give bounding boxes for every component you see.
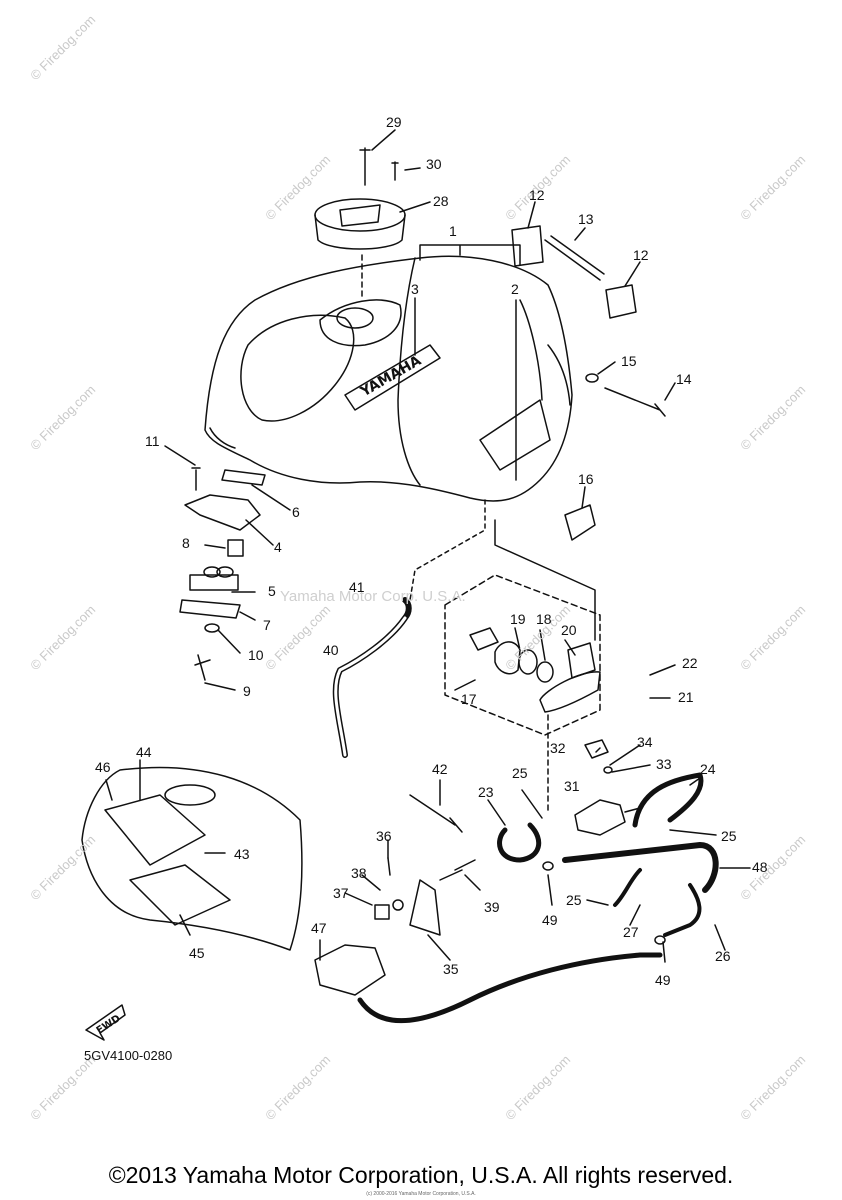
callout-29: 29 xyxy=(386,114,402,130)
callout-12b: 12 xyxy=(633,247,649,263)
callout-35: 35 xyxy=(443,961,459,977)
callout-10: 10 xyxy=(248,647,264,663)
callout-14: 14 xyxy=(676,371,692,387)
fwd-arrow-icon xyxy=(85,1004,126,1041)
callout-38: 38 xyxy=(351,865,367,881)
callout-22: 22 xyxy=(682,655,698,671)
tank-emblem-text: YAMAHA xyxy=(357,353,424,401)
callout-9: 9 xyxy=(243,683,251,699)
watermark-center: Yamaha Motor Corp. U.S.A. xyxy=(280,588,466,605)
callout-3: 3 xyxy=(411,281,419,297)
callout-36: 36 xyxy=(376,828,392,844)
callout-32: 32 xyxy=(550,740,566,756)
tank-emblem xyxy=(344,344,441,411)
fine-print: (c) 2000-2016 Yamaha Motor Corporation, … xyxy=(366,1191,476,1197)
callout-7: 7 xyxy=(263,617,271,633)
callout-37: 37 xyxy=(333,885,349,901)
callout-46: 46 xyxy=(95,759,111,775)
callout-31: 31 xyxy=(564,778,580,794)
callout-42: 42 xyxy=(432,761,448,777)
fuel-tank xyxy=(204,255,573,502)
side-cover xyxy=(81,766,303,951)
callout-5: 5 xyxy=(268,583,276,599)
callout-39: 39 xyxy=(484,899,500,915)
callout-25b: 25 xyxy=(721,828,737,844)
callout-28: 28 xyxy=(433,193,449,209)
callout-40: 40 xyxy=(323,642,339,658)
callout-41: 41 xyxy=(349,579,365,595)
callout-26: 26 xyxy=(715,948,731,964)
callout-30: 30 xyxy=(426,156,442,172)
callout-13: 13 xyxy=(578,211,594,227)
callout-49a: 49 xyxy=(542,912,558,928)
callout-20: 20 xyxy=(561,622,577,638)
callout-21: 21 xyxy=(678,689,694,705)
callout-6: 6 xyxy=(292,504,300,520)
callout-47: 47 xyxy=(311,920,327,936)
callout-11: 11 xyxy=(145,433,160,449)
callout-17: 17 xyxy=(461,691,477,707)
callout-8: 8 xyxy=(182,535,190,551)
callout-49b: 49 xyxy=(655,972,671,988)
callout-18: 18 xyxy=(536,611,552,627)
callout-25a: 25 xyxy=(512,765,528,781)
callout-45: 45 xyxy=(189,945,205,961)
callout-48: 48 xyxy=(752,859,768,875)
callout-25c: 25 xyxy=(566,892,582,908)
callout-43: 43 xyxy=(234,846,250,862)
callout-16: 16 xyxy=(578,471,594,487)
callout-19: 19 xyxy=(510,611,526,627)
drawing-code: 5GV4100-0280 xyxy=(84,1048,173,1063)
callout-4: 4 xyxy=(274,539,282,555)
callout-24: 24 xyxy=(700,761,716,777)
callout-33: 33 xyxy=(656,756,672,772)
callout-23: 23 xyxy=(478,784,494,800)
callout-2: 2 xyxy=(511,281,519,297)
copyright-notice: ©2013 Yamaha Motor Corporation, U.S.A. A… xyxy=(108,1162,734,1188)
callout-44: 44 xyxy=(136,744,152,760)
callout-12a: 12 xyxy=(529,187,545,203)
callout-1: 1 xyxy=(449,223,457,239)
fuel-cap xyxy=(314,198,406,250)
callout-15: 15 xyxy=(621,353,637,369)
callout-34: 34 xyxy=(637,734,653,750)
callout-27: 27 xyxy=(623,924,639,940)
